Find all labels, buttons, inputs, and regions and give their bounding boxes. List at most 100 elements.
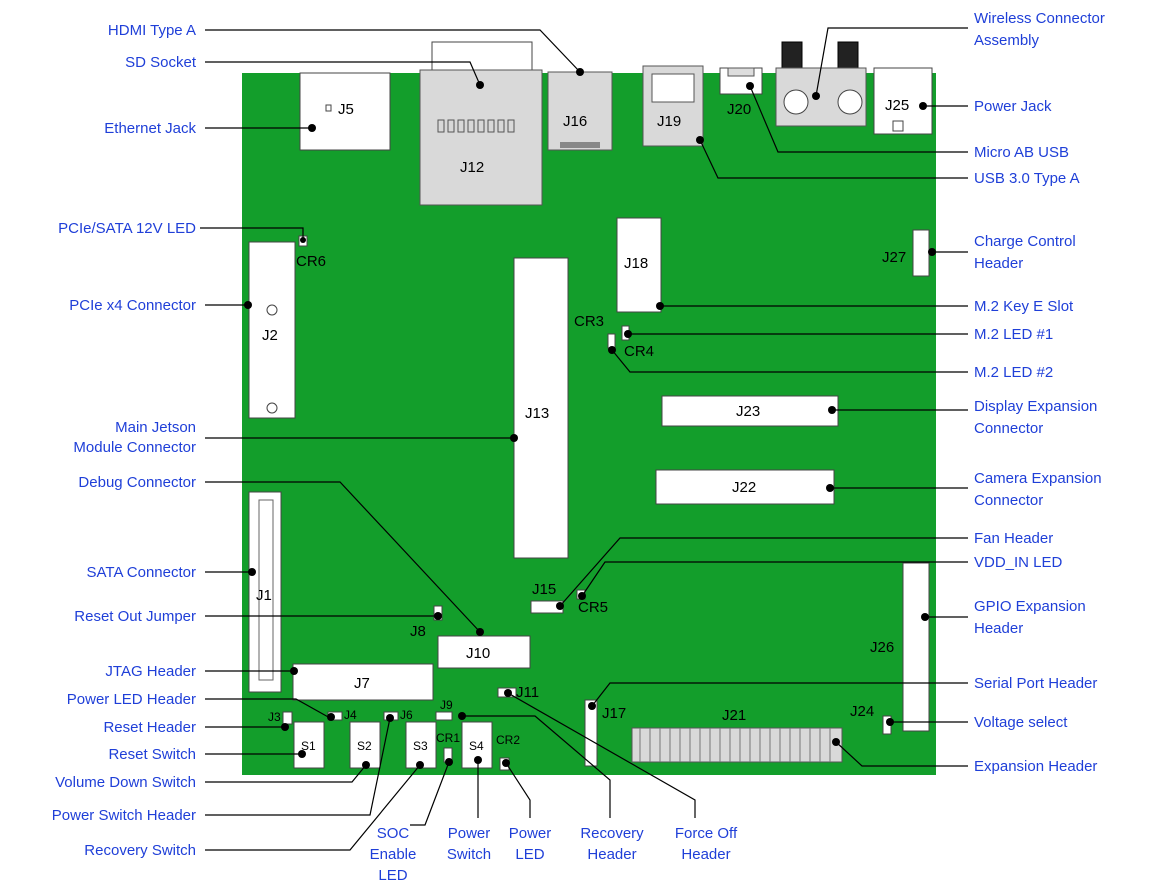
- ref-j9: J9: [440, 698, 453, 712]
- ref-j7: J7: [354, 675, 370, 692]
- ref-j16: J16: [563, 113, 587, 130]
- camera-expansion-j22: [655, 469, 835, 505]
- ref-cr6: CR6: [296, 253, 326, 270]
- callout-hdmi: HDMI Type A: [108, 22, 196, 39]
- callout-power-led-line2: LED: [515, 846, 544, 863]
- ref-j13: J13: [525, 405, 549, 422]
- callout-recovery-header-line2: Header: [587, 846, 636, 863]
- ref-cr4: CR4: [624, 343, 654, 360]
- leader-dots: [244, 68, 936, 769]
- left-callouts: HDMI Type A SD Socket Ethernet Jack PCIe…: [52, 22, 197, 859]
- callout-camera-line1: Camera Expansion: [974, 470, 1102, 487]
- callout-power-switch-header: Power Switch Header: [52, 807, 196, 824]
- ref-j15: J15: [532, 581, 556, 598]
- callout-reset-header: Reset Header: [103, 719, 196, 736]
- ref-s1: S1: [301, 739, 316, 753]
- pcie-x4-j2: [248, 241, 296, 419]
- reference-designators: J5 J12 J16 J19 J20 J25 CR6 J2 J18 J27 CR…: [256, 97, 909, 753]
- ref-j11: J11: [516, 684, 539, 701]
- ref-s4: S4: [469, 739, 484, 753]
- callout-wireless-line1: Wireless Connector: [974, 10, 1105, 27]
- m2-slot-j18: [616, 217, 662, 313]
- callout-power-led-line1: Power: [509, 825, 552, 842]
- main-module-j13: [513, 257, 569, 559]
- callout-soc-line2: Enable: [370, 846, 417, 863]
- power-jack-j25: [873, 67, 933, 135]
- ref-j24: J24: [850, 703, 874, 720]
- ref-cr3: CR3: [574, 313, 604, 330]
- callout-display-line1: Display Expansion: [974, 398, 1097, 415]
- hdmi-j16: [547, 71, 613, 151]
- ref-j20: J20: [727, 101, 751, 118]
- callout-power-led-header: Power LED Header: [67, 691, 196, 708]
- ref-cr1: CR1: [436, 731, 460, 745]
- volume-down-s2: [349, 721, 381, 769]
- bottom-callouts: SOC Enable LED Power Switch Power LED Re…: [370, 825, 738, 884]
- callout-ethernet: Ethernet Jack: [104, 120, 196, 137]
- ref-j8: J8: [410, 623, 426, 640]
- ref-j19: J19: [657, 113, 681, 130]
- reset-switch-s1: [293, 721, 325, 769]
- ref-j22: J22: [732, 479, 756, 496]
- callout-charge-line2: Header: [974, 255, 1023, 272]
- right-callouts: Wireless Connector Assembly Power Jack M…: [974, 10, 1105, 775]
- usb3-j19: [642, 65, 704, 147]
- ref-j17: J17: [602, 705, 626, 722]
- ref-j6: J6: [400, 708, 413, 722]
- callout-recovery-header-line1: Recovery: [580, 825, 644, 842]
- callout-reset-out: Reset Out Jumper: [74, 608, 196, 625]
- callout-force-off-line2: Header: [681, 846, 730, 863]
- ref-j1: J1: [256, 587, 272, 604]
- jtag-j7: [292, 663, 434, 701]
- display-expansion-j23: [661, 395, 839, 427]
- callout-usb3: USB 3.0 Type A: [974, 170, 1080, 187]
- callout-m2-led2: M.2 LED #2: [974, 364, 1053, 381]
- led-cr4: [607, 333, 616, 349]
- reset-header-j3: [282, 711, 293, 725]
- callout-debug: Debug Connector: [78, 474, 196, 491]
- ref-j21: J21: [722, 707, 746, 724]
- leader-lines: [200, 27, 968, 851]
- ref-j4: J4: [344, 708, 357, 722]
- callout-soc-line3: LED: [378, 867, 407, 884]
- recovery-header-j9: [435, 711, 453, 721]
- sata-j1: [248, 491, 282, 693]
- callout-power-switch-line1: Power: [448, 825, 491, 842]
- ref-j25: J25: [885, 97, 909, 114]
- ref-s2: S2: [357, 739, 372, 753]
- callout-sd-socket: SD Socket: [125, 54, 197, 71]
- ref-j18: J18: [624, 255, 648, 272]
- callout-expansion-header: Expansion Header: [974, 758, 1097, 775]
- ethernet-jack-j5: [299, 72, 391, 151]
- callout-display-line2: Connector: [974, 420, 1043, 437]
- sd-socket-j12: [419, 41, 543, 206]
- callout-main-module-line2: Module Connector: [73, 439, 196, 456]
- ref-j23: J23: [736, 403, 760, 420]
- ref-j5: J5: [338, 101, 354, 118]
- callout-sata: SATA Connector: [87, 564, 197, 581]
- callout-gpio-line1: GPIO Expansion: [974, 598, 1086, 615]
- gpio-expansion-j26: [902, 562, 930, 732]
- expansion-header-j21: [631, 727, 843, 763]
- callout-soc-line1: SOC: [377, 825, 410, 842]
- callout-m2-slot: M.2 Key E Slot: [974, 298, 1074, 315]
- callout-micro-ab-usb: Micro AB USB: [974, 144, 1069, 161]
- ref-s3: S3: [413, 739, 428, 753]
- wireless-assembly: [775, 41, 867, 127]
- debug-j10: [437, 635, 531, 669]
- callout-pcie-led: PCIe/SATA 12V LED: [58, 220, 196, 237]
- callout-serial: Serial Port Header: [974, 675, 1097, 692]
- callout-fan-header: Fan Header: [974, 530, 1053, 547]
- callout-main-module-line1: Main Jetson: [115, 419, 196, 436]
- ref-cr2: CR2: [496, 733, 520, 747]
- callout-reset-switch: Reset Switch: [108, 746, 196, 763]
- ref-j26: J26: [870, 639, 894, 656]
- callout-volume-down: Volume Down Switch: [55, 774, 196, 791]
- callout-charge-line1: Charge Control: [974, 233, 1076, 250]
- callout-wireless-line2: Assembly: [974, 32, 1040, 49]
- callout-jtag: JTAG Header: [105, 663, 196, 680]
- callout-voltage-select: Voltage select: [974, 714, 1068, 731]
- callout-camera-line2: Connector: [974, 492, 1043, 509]
- callout-vdd-led: VDD_IN LED: [974, 554, 1063, 571]
